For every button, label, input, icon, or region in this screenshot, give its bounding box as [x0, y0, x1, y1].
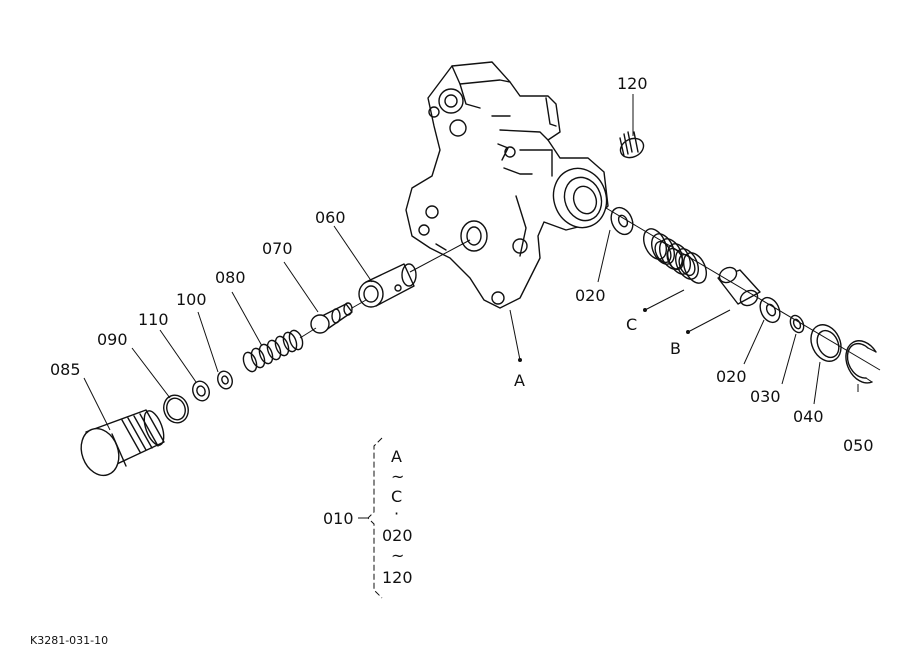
assembly-range-tilde-1: ~	[391, 467, 404, 486]
label-090: 090	[97, 330, 128, 349]
pump-body	[405, 61, 609, 309]
label-100: 100	[176, 290, 207, 309]
label-040: 040	[793, 407, 824, 426]
assembly-range-start: A	[391, 447, 402, 466]
label-assembly-010: 010	[323, 509, 354, 528]
part-060-sleeve	[358, 263, 417, 308]
label-110: 110	[138, 310, 169, 329]
label-030: 030	[750, 387, 781, 406]
part-070-valve	[310, 302, 353, 334]
label-085: 085	[50, 360, 81, 379]
part-110-washer	[192, 380, 210, 402]
part-080-spring	[242, 329, 304, 373]
assembly-range-end: C	[391, 487, 402, 506]
label-050: 050	[843, 436, 874, 455]
assembly-separator-dot: ·	[394, 504, 399, 523]
part-050-snap-ring	[845, 340, 877, 384]
label-ref-c: C	[626, 315, 637, 334]
part-020-washer-a	[610, 206, 634, 236]
part-085-plug	[80, 409, 165, 477]
label-ref-b: B	[670, 339, 681, 358]
label-ref-a: A	[514, 371, 525, 390]
assembly-bracket	[358, 437, 383, 599]
part-030-washer	[789, 314, 805, 334]
spring-c	[642, 228, 708, 284]
part-120-plug	[619, 131, 645, 159]
label-060: 060	[315, 208, 346, 227]
label-120: 120	[617, 74, 648, 93]
figure-code: K3281-031-10	[30, 634, 108, 647]
leader-lines	[83, 94, 859, 431]
label-020-b: 020	[716, 367, 747, 386]
label-070: 070	[262, 239, 293, 258]
label-080: 080	[215, 268, 246, 287]
assembly-parts-start: 020	[382, 526, 413, 545]
part-090-o-ring	[163, 394, 189, 424]
part-040-ring	[810, 324, 842, 362]
assembly-parts-end: 120	[382, 568, 413, 587]
assembly-axis-lines	[299, 207, 881, 371]
label-020-a: 020	[575, 286, 606, 305]
part-100-washer	[217, 370, 233, 390]
assembly-range-tilde-2: ~	[391, 546, 404, 565]
